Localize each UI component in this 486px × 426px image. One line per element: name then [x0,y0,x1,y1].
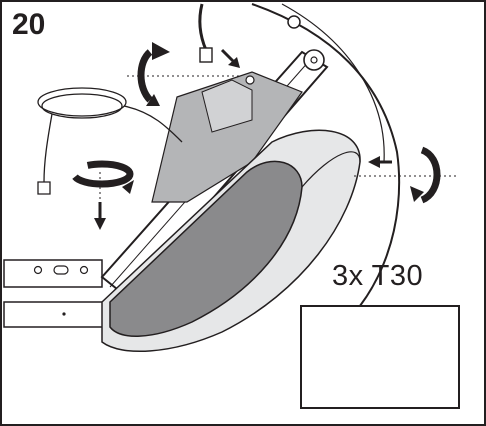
outer-frame-inner-curve [281,3,385,163]
arrow-to-connector [220,48,236,64]
frame-hole [287,15,301,29]
step-number: 20 [12,8,46,41]
base-slot [53,265,69,275]
rotate-arrow-right-icon [410,146,441,204]
wire-lead [123,105,183,143]
wire-tail [43,113,53,183]
base-screw-2 [79,265,89,275]
rail-hole [62,312,66,316]
cover-flange [301,151,361,188]
cable-connector [199,47,213,63]
arrow-to-connector-head [228,57,240,68]
outer-frame-curve [251,3,401,353]
wire-coil-2 [41,93,123,119]
cover-panel [109,160,303,337]
mechanism-bracket [201,79,253,133]
arrow-left-head [368,156,380,168]
base-plate [3,259,103,288]
wire-terminal [37,181,51,195]
beam-pivot-center [310,56,318,64]
mechanism-screw [245,75,255,85]
base-screw-1 [33,265,43,275]
cable [198,3,208,51]
rotate-arrow-top-icon [137,42,170,106]
lower-rail [3,301,113,328]
wire-coil-1 [37,87,127,117]
rotate-arrow-left-icon [70,160,134,194]
tool-box [300,305,460,409]
arrow-down-head [94,218,106,230]
tool-quantity-label: 3x T30 [332,260,424,292]
